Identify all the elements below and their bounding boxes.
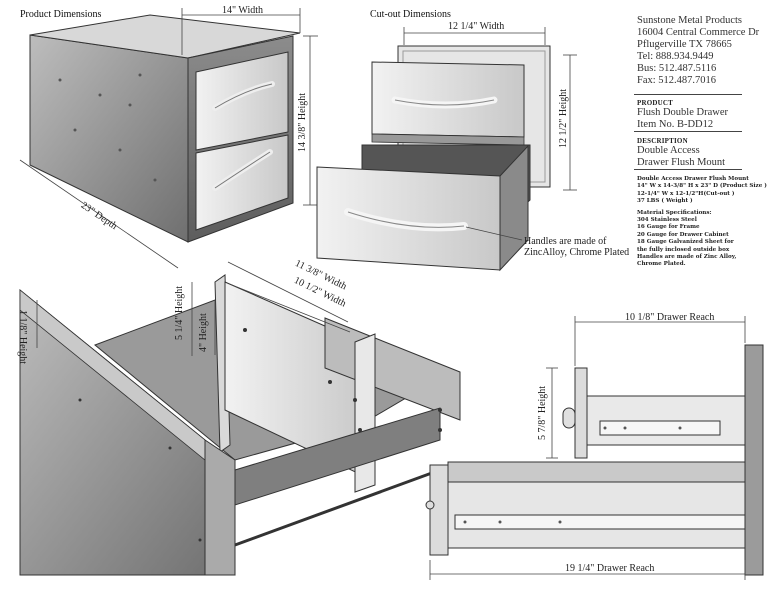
- handles-annotation-line1: Handles are made of: [524, 236, 607, 247]
- spec-weight: 37 LBS ( Weight ): [637, 198, 693, 205]
- specifications: Double Access Drawer Flush Mount 14" W x…: [637, 176, 767, 269]
- cutout-width-label: 12 1/4" Width: [448, 21, 505, 32]
- product-item: Item No. B-DD12: [637, 119, 714, 130]
- product-cabinet: [29, 14, 301, 243]
- material-item: Handles are made of Zinc Alloy,: [637, 254, 737, 261]
- side-view-drawer-reach: [425, 344, 764, 576]
- product-dimensions-heading: Product Dimensions: [20, 9, 102, 20]
- handles-annotation: Handles are made of ZincAlloy, Chrome Pl…: [524, 236, 629, 258]
- company-name: Sunstone Metal Products: [637, 15, 742, 26]
- spec-title: Double Access Drawer Flush Mount: [637, 176, 749, 182]
- info-block: Sunstone Metal Products 16004 Central Co…: [634, 15, 765, 170]
- spec-size: 14" W x 14-3/8" H x 23" D (Product Size …: [637, 183, 767, 190]
- material-item: the fully inclosed outside box: [637, 246, 730, 253]
- divider: [634, 131, 742, 132]
- material-item: 304 Stainless Steel: [637, 217, 697, 224]
- drawer-5-14-label: 5 1/4" Height: [174, 285, 185, 340]
- width-14-label: 14" Width: [222, 5, 263, 16]
- material-item: Chrome Plated.: [637, 261, 686, 268]
- cutout-height-label: 12 1/2" Height: [558, 88, 569, 148]
- reach-19-14-label: 19 1/4" Drawer Reach: [565, 563, 655, 574]
- drawer-1-18-label: 1 1/8" Height: [17, 310, 28, 365]
- cutout-dimensions-heading: Cut-out Dimensions: [370, 9, 451, 20]
- drawer-4-label: 4" Height: [198, 313, 209, 352]
- description-heading: DESCRIPTION: [637, 137, 688, 145]
- material-item: 20 Gauge for Drawer Cabinet: [637, 231, 729, 238]
- description-line2: Drawer Flush Mount: [637, 157, 726, 168]
- company-address2: Pflugerville TX 78665: [637, 39, 732, 50]
- reach-10-18-label: 10 1/8" Drawer Reach: [625, 312, 715, 323]
- product-name: Flush Double Drawer: [637, 107, 728, 118]
- description-line1: Double Access: [637, 145, 700, 156]
- handles-annotation-line2: ZincAlloy, Chrome Plated: [524, 247, 630, 258]
- company-bus: Bus: 512.487.5116: [637, 63, 717, 74]
- company-address1: 16004 Central Commerce Dr: [637, 27, 760, 38]
- material-item: 18 Gauge Galvanized Sheet for: [637, 239, 734, 246]
- material-item: 16 Gauge for Frame: [637, 224, 700, 231]
- height-14-38-label: 14 3/8" Height: [297, 92, 308, 152]
- material-heading: Material Specifications:: [637, 209, 712, 216]
- divider: [634, 169, 742, 170]
- company-fax: Fax: 512.487.7016: [637, 75, 717, 86]
- product-heading: PRODUCT: [637, 99, 674, 107]
- cutout-assembly: [316, 45, 551, 272]
- spec-cutout: 12-1/4" W x 12-1/2"H(Cut-out ): [637, 190, 735, 197]
- height-5-78-label: 5 7/8" Height: [537, 385, 548, 440]
- divider: [634, 94, 742, 95]
- drawer-closeup: [19, 274, 461, 576]
- company-tel: Tel: 888.934.9449: [637, 51, 714, 62]
